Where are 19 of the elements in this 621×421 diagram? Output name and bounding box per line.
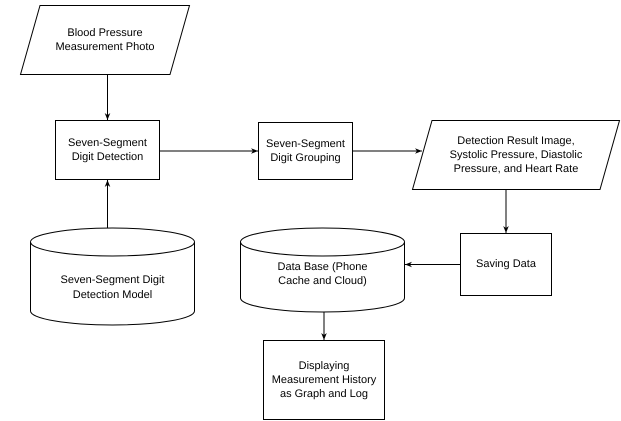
process-box — [263, 340, 385, 420]
node-label: Saving Data — [476, 257, 536, 272]
node-label: Displaying Measurement History as Graph and Log — [270, 358, 378, 402]
process-box — [258, 122, 353, 180]
arrow — [104, 74, 110, 120]
arrow — [321, 312, 327, 340]
arrow — [404, 262, 460, 268]
arrow — [160, 148, 258, 154]
arrow — [352, 148, 422, 154]
arrow — [104, 180, 110, 228]
node-label: Seven-Segment Digit Detection — [67, 136, 148, 164]
node-label: Seven-Segment Digit Grouping — [265, 136, 346, 166]
process-box — [460, 233, 552, 296]
node-label: Seven-Segment Digit Detection Model — [60, 273, 166, 302]
node-label: Blood Pressure Measurement Photo — [54, 26, 156, 54]
arrow — [503, 190, 509, 234]
node-label: Detection Result Image, Systolic Pressure, Diastolic Pressure, and Heart Rate — [448, 134, 584, 176]
process-box — [55, 120, 160, 180]
node-label: Data Base (Phone Cache and Cloud) — [276, 260, 368, 288]
